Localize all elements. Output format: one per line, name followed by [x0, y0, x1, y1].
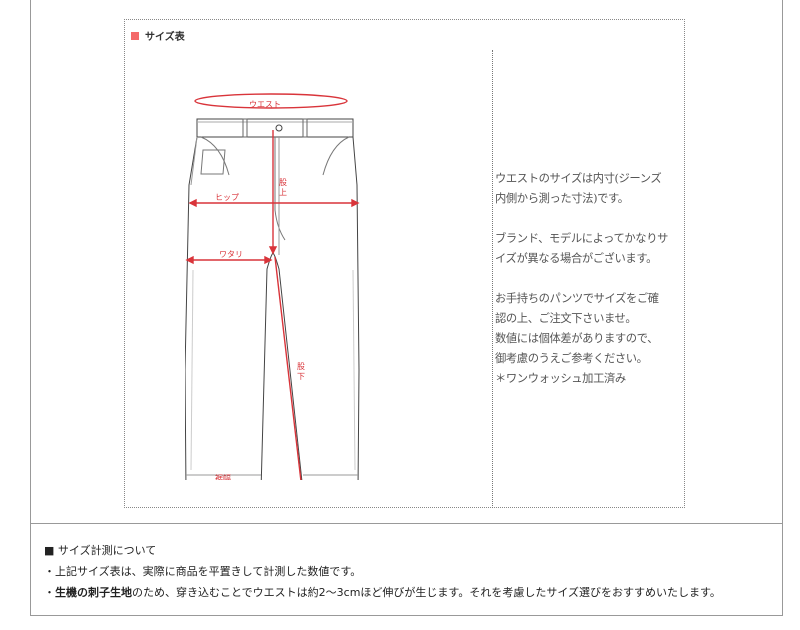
footer-line-2-bold: 生機の刺子生地	[55, 586, 132, 599]
size-chart-title: サイズ表	[145, 32, 185, 43]
note-line: ＊ワンウォッシュ加工済み	[495, 372, 626, 385]
inseam-label-bottom: 下	[297, 372, 305, 381]
footer-line-2: ・生機の刺子生地のため、穿き込むことでウエストは約2～3cmほど伸びが生じます。…	[44, 582, 721, 603]
note-line: ブランド、モデルによってかなりサ	[495, 232, 668, 245]
jeans-diagram: ウエスト ヒップ ワタリ 股 上 股 下 裾幅	[185, 93, 360, 480]
note-line: お手持ちのパンツでサイズをご確	[495, 292, 659, 305]
hip-label: ヒップ	[215, 193, 239, 202]
note-line: 内側から測った寸法)です。	[495, 192, 629, 205]
section-divider	[30, 523, 783, 524]
hem-label: 裾幅	[215, 473, 231, 480]
note-line: 認の上、ご注文下さいませ。	[495, 312, 637, 325]
footer-line-2-rest: のため、穿き込むことでウエストは約2～3cmほど伸びが生じます。それを考慮したサ…	[132, 586, 721, 599]
rise-label-top: 股	[279, 178, 287, 187]
inseam-label-top: 股	[297, 362, 305, 371]
note-line: イズが異なる場合がございます。	[495, 252, 657, 265]
thigh-label: ワタリ	[219, 250, 243, 259]
note-line: 数値には個体差がありますので、	[495, 332, 659, 345]
measurement-footer: ■ サイズ計測について ・上記サイズ表は、実際に商品を平置きして計測した数値です…	[44, 540, 721, 603]
content-frame	[30, 0, 783, 616]
size-chart-box: サイズ表	[124, 19, 685, 508]
note-paragraph: ブランド、モデルによってかなりサ イズが異なる場合がございます。	[495, 229, 685, 269]
rise-label-bottom: 上	[279, 188, 287, 197]
size-notes: ウエストのサイズは内寸(ジーンズ 内側から測った寸法)です。 ブランド、モデルに…	[495, 169, 685, 389]
footer-heading-text: サイズ計測について	[57, 544, 157, 557]
footer-line-1: ・上記サイズ表は、実際に商品を平置きして計測した数値です。	[44, 565, 362, 578]
square-bullet-icon	[131, 31, 139, 40]
waist-label: ウエスト	[249, 100, 281, 109]
size-chart-header: サイズ表	[131, 28, 185, 43]
note-line: ウエストのサイズは内寸(ジーンズ	[495, 172, 662, 185]
square-bullet-icon: ■	[44, 544, 55, 557]
note-paragraph: ウエストのサイズは内寸(ジーンズ 内側から測った寸法)です。	[495, 169, 685, 209]
note-line: 御考慮のうえご参考ください。	[495, 352, 648, 365]
footer-line-2-prefix: ・	[44, 586, 55, 599]
note-paragraph: お手持ちのパンツでサイズをご確 認の上、ご注文下さいませ。 数値には個体差があり…	[495, 289, 685, 389]
column-divider	[492, 50, 493, 508]
footer-heading: ■ サイズ計測について	[44, 540, 721, 561]
